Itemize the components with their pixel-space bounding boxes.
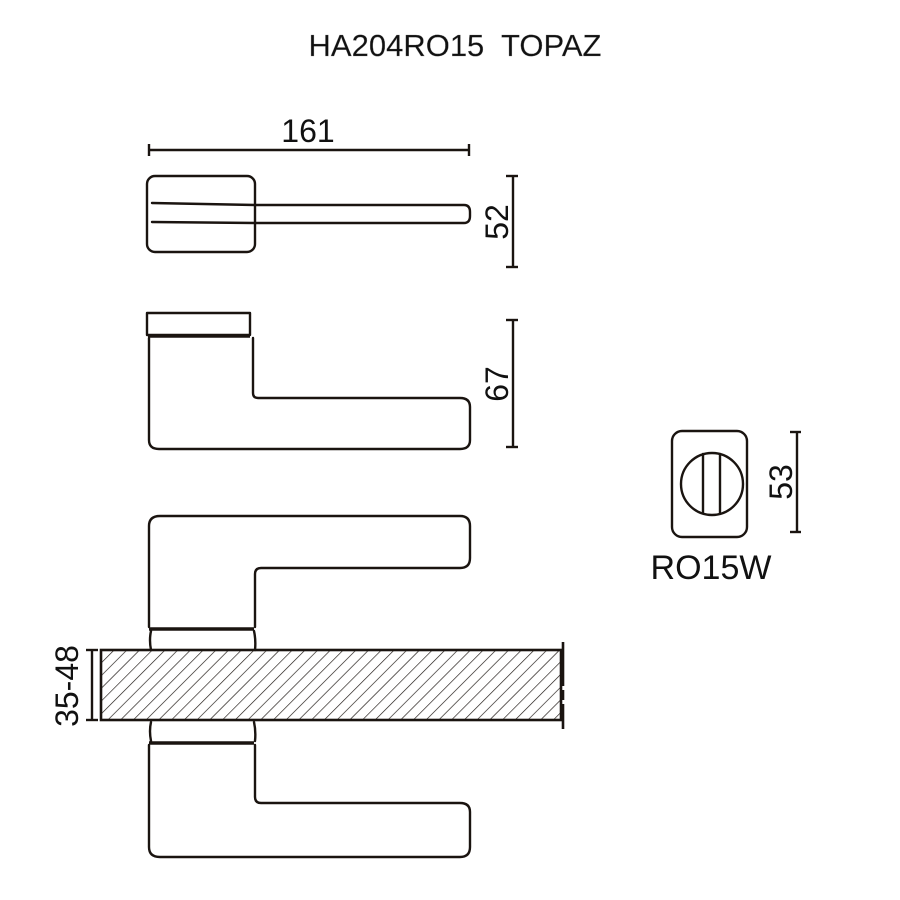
handle-assembly-view (99, 514, 565, 859)
escutcheon-label: RO15W (651, 549, 772, 587)
dimension-length: 161 (147, 113, 471, 156)
dimension-escutcheon-height-label: 53 (763, 464, 799, 500)
escutcheon-ro15w (670, 429, 749, 539)
handle-top-view (145, 174, 472, 254)
dimension-rose-height-label: 52 (479, 204, 515, 240)
dimension-rose-height: 52 (479, 174, 518, 269)
handle-side-view (145, 311, 472, 451)
dimension-lever-height: 67 (479, 318, 518, 449)
dimension-door-thickness: 35-48 (49, 645, 98, 727)
dimension-length-label: 161 (281, 113, 334, 149)
door-section (99, 648, 563, 722)
drawing-title: HA204RO15 TOPAZ (309, 28, 602, 63)
dimension-door-thickness-label: 35-48 (49, 645, 85, 727)
dimension-escutcheon-height: 53 (763, 430, 801, 534)
dimension-lever-height-label: 67 (479, 366, 515, 402)
